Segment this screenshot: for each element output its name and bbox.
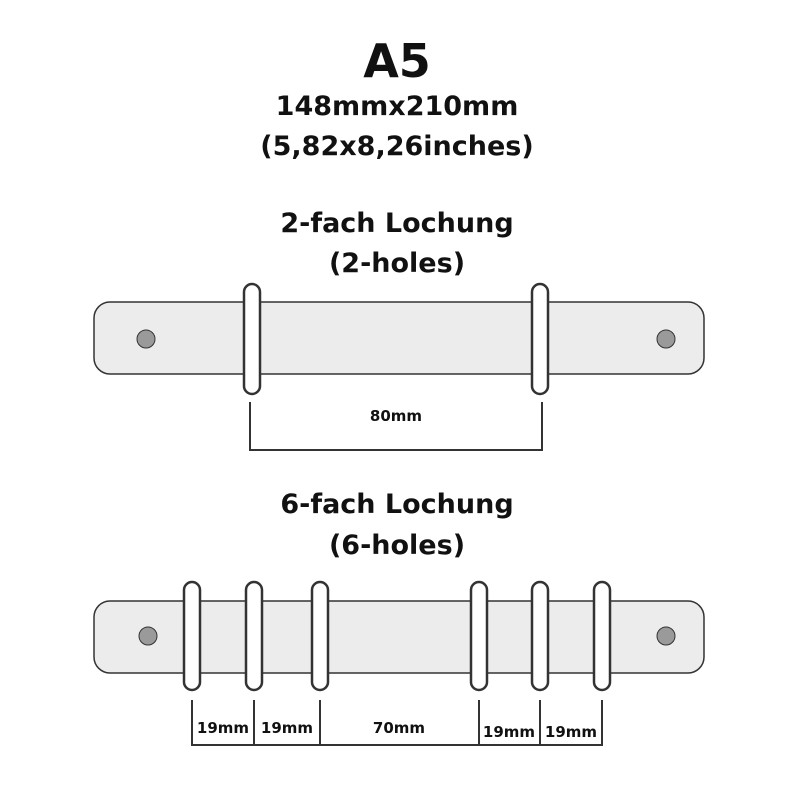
six-hole-spacing-label-2: 19mm: [261, 719, 313, 737]
six-hole-subtitle: (6-holes): [328, 530, 466, 561]
two-hole-mechanism: 80mm: [93, 282, 705, 451]
left-rivet-icon: [138, 626, 158, 646]
ring-4: [469, 580, 489, 692]
six-hole-spacing-label-4: 19mm: [483, 723, 535, 741]
ring-6: [592, 580, 612, 692]
two-hole-title: 2-fach Lochung: [280, 208, 514, 239]
right-rivet-icon: [656, 626, 676, 646]
format-size-mm: 148mmx210mm: [275, 91, 519, 122]
two-hole-dimension: [249, 402, 543, 451]
ring-5: [530, 580, 550, 692]
two-hole-spacing-label: 80mm: [370, 407, 422, 425]
six-hole-dimension: [191, 700, 603, 746]
format-title: A5: [363, 34, 431, 88]
six-hole-mechanism: 19mm 19mm 70mm 19mm 19mm: [93, 580, 705, 746]
two-hole-strip: [93, 301, 705, 375]
ring-1: [242, 282, 262, 396]
six-hole-title: 6-fach Lochung: [280, 489, 514, 520]
right-rivet-icon: [656, 329, 676, 349]
six-hole-spacing-label-1: 19mm: [197, 719, 249, 737]
ring-2: [530, 282, 550, 396]
format-size-inches: (5,82x8,26inches): [260, 131, 534, 162]
ring-3: [310, 580, 330, 692]
six-hole-spacing-label-3: 70mm: [373, 719, 425, 737]
ring-1: [182, 580, 202, 692]
two-hole-subtitle: (2-holes): [328, 248, 466, 279]
left-rivet-icon: [136, 329, 156, 349]
ring-2: [244, 580, 264, 692]
six-hole-spacing-label-5: 19mm: [545, 723, 597, 741]
